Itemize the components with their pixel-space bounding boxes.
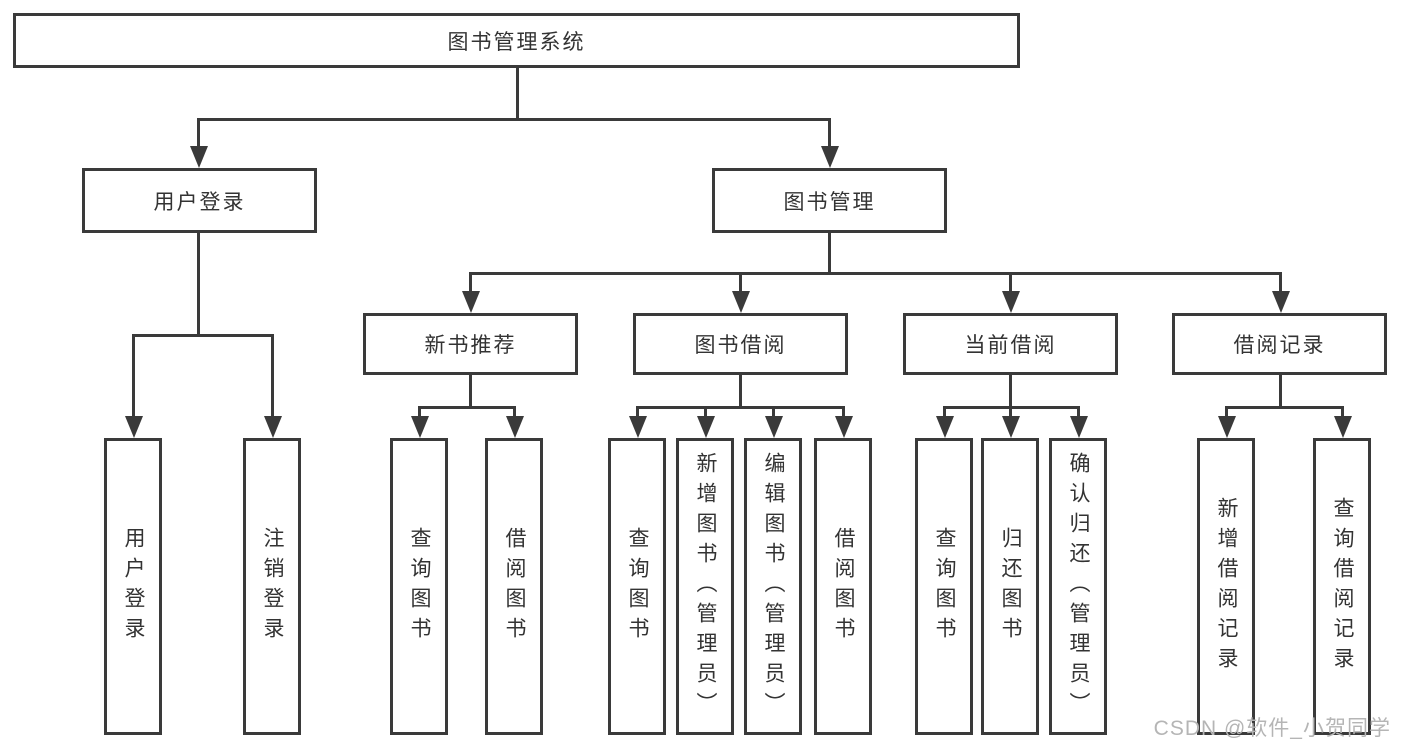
arrow-to-leaf-query-books-1 <box>410 406 429 438</box>
leaf-add-books-admin: 新增图书（管理员） <box>676 438 734 735</box>
arrow-to-leaf-return-books <box>1001 406 1020 438</box>
connector-current-borrowing-stub <box>1009 375 1012 409</box>
arrow-to-leaf-query-borrow-record <box>1333 406 1352 438</box>
leaf-query-books-1: 查询图书 <box>390 438 448 735</box>
leaf-query-books-2: 查询图书 <box>608 438 666 735</box>
leaf-add-borrow-record: 新增借阅记录 <box>1197 438 1255 735</box>
connector-new-book-recommendation-branch <box>418 406 516 409</box>
leaf-user-login: 用户登录 <box>104 438 162 735</box>
leaf-edit-books-admin-label: 编辑图书（管理员） <box>762 451 785 722</box>
connector-user-login-stub <box>197 233 200 337</box>
arrow-to-leaf-confirm-return-admin <box>1069 406 1088 438</box>
connector-book-management-stub <box>828 233 831 275</box>
leaf-borrow-books-1: 借阅图书 <box>485 438 543 735</box>
arrow-to-leaf-query-books-3 <box>935 406 954 438</box>
node-current-borrowing: 当前借阅 <box>903 313 1118 375</box>
leaf-query-books-3-label: 查询图书 <box>933 526 956 647</box>
connector-new-book-recommendation-stub <box>469 375 472 409</box>
connector-level2-branch <box>197 118 831 121</box>
arrow-to-current-borrowing <box>1001 272 1020 313</box>
arrow-to-leaf-user-login <box>124 334 143 438</box>
arrow-to-leaf-query-books-2 <box>628 406 647 438</box>
arrow-to-leaf-borrow-books-2 <box>834 406 853 438</box>
leaf-query-books-3: 查询图书 <box>915 438 973 735</box>
node-book-borrowing: 图书借阅 <box>633 313 848 375</box>
leaf-borrow-books-1-label: 借阅图书 <box>503 526 526 647</box>
leaf-borrow-books-2: 借阅图书 <box>814 438 872 735</box>
node-user-login-label: 用户登录 <box>153 190 246 214</box>
connector-user-login-branch <box>132 334 274 337</box>
leaf-borrow-books-2-label: 借阅图书 <box>832 526 855 647</box>
leaf-add-borrow-record-label: 新增借阅记录 <box>1215 496 1238 677</box>
arrow-to-leaf-add-books-admin <box>696 406 715 438</box>
node-borrowing-records: 借阅记录 <box>1172 313 1387 375</box>
node-library-management-system: 图书管理系统 <box>13 13 1020 68</box>
connector-root-stub <box>516 68 519 121</box>
leaf-user-login-label: 用户登录 <box>122 526 145 647</box>
arrow-to-leaf-add-borrow-record <box>1217 406 1236 438</box>
arrow-to-leaf-edit-books-admin <box>764 406 783 438</box>
arrow-to-leaf-borrow-books-1 <box>505 406 524 438</box>
arrow-to-book-borrowing <box>731 272 750 313</box>
node-new-book-recommendation-label: 新书推荐 <box>424 334 517 357</box>
arrow-to-leaf-logout-login <box>263 334 282 438</box>
node-current-borrowing-label: 当前借阅 <box>964 334 1057 357</box>
leaf-confirm-return-admin: 确认归还（管理员） <box>1049 438 1107 735</box>
csdn-watermark: CSDN @软件_小贺同学 <box>1153 717 1391 740</box>
connector-borrowing-records-stub <box>1279 375 1282 409</box>
node-user-login: 用户登录 <box>82 168 317 233</box>
arrow-to-book-management <box>820 118 839 168</box>
leaf-edit-books-admin: 编辑图书（管理员） <box>744 438 802 735</box>
leaf-logout-login: 注销登录 <box>243 438 301 735</box>
node-book-borrowing-label: 图书借阅 <box>694 334 787 357</box>
leaf-query-books-2-label: 查询图书 <box>626 526 649 647</box>
leaf-add-books-admin-label: 新增图书（管理员） <box>694 451 717 722</box>
leaf-return-books-label: 归还图书 <box>999 526 1022 647</box>
node-new-book-recommendation: 新书推荐 <box>363 313 578 375</box>
connector-book-borrowing-branch <box>636 406 845 409</box>
leaf-confirm-return-admin-label: 确认归还（管理员） <box>1067 451 1090 722</box>
leaf-query-borrow-record-label: 查询借阅记录 <box>1331 496 1354 677</box>
arrow-to-borrowing-records <box>1271 272 1290 313</box>
arrow-to-user-login <box>189 118 208 168</box>
connector-borrowing-records-branch <box>1225 406 1344 409</box>
leaf-query-borrow-record: 查询借阅记录 <box>1313 438 1371 735</box>
connector-book-management-branch <box>469 272 1282 275</box>
node-library-management-system-label: 图书管理系统 <box>447 30 586 54</box>
leaf-query-books-1-label: 查询图书 <box>408 526 431 647</box>
leaf-return-books: 归还图书 <box>981 438 1039 735</box>
arrow-to-new-book-recommendation <box>461 272 480 313</box>
node-borrowing-records-label: 借阅记录 <box>1233 334 1326 357</box>
leaf-logout-login-label: 注销登录 <box>261 526 284 647</box>
node-book-management-label: 图书管理 <box>783 190 876 214</box>
node-book-management: 图书管理 <box>712 168 947 233</box>
connector-book-borrowing-stub <box>739 375 742 409</box>
